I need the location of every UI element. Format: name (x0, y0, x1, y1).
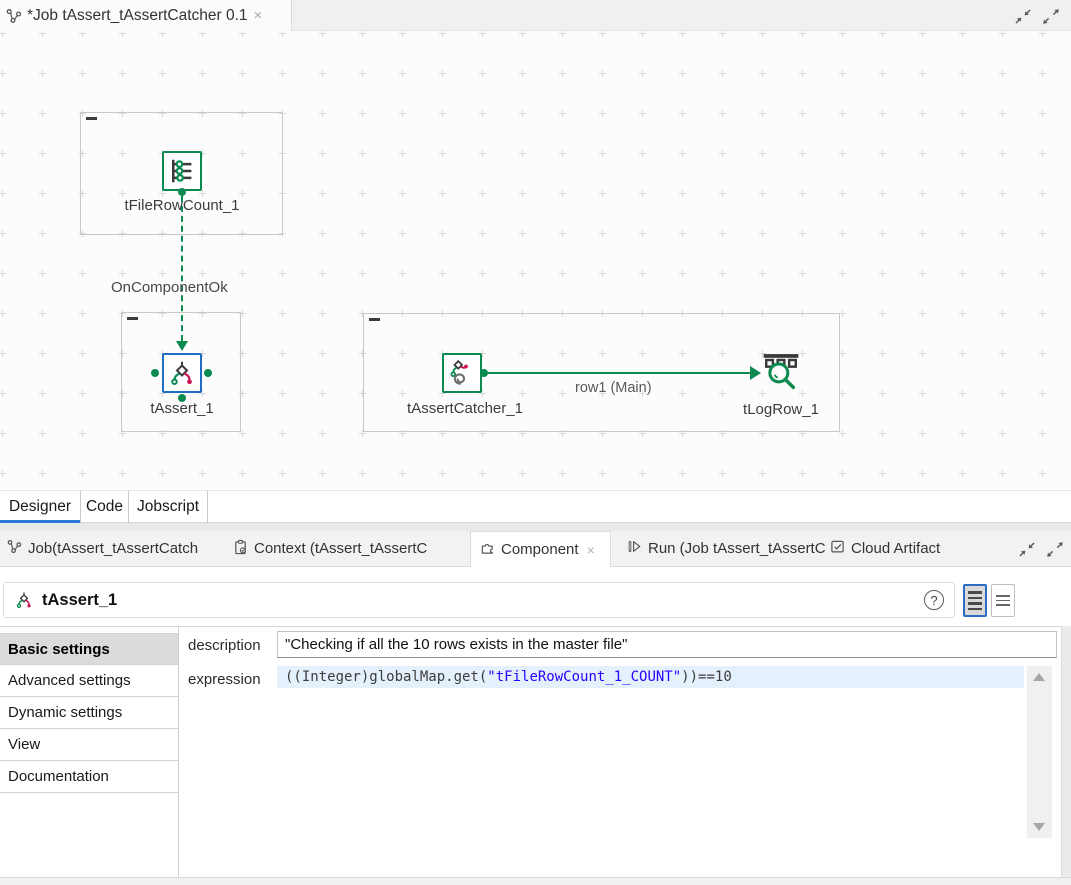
help-icon[interactable]: ? (924, 590, 944, 610)
component-tfilerowcount[interactable] (162, 151, 202, 191)
scroll-down-icon[interactable] (1033, 823, 1045, 831)
maximize-icon[interactable] (1040, 7, 1062, 25)
link-label-row1-main[interactable]: row1 (Main) (575, 380, 652, 396)
connector-anchor-dot[interactable] (178, 394, 186, 402)
tfilerowcount-icon (172, 159, 192, 183)
tab-context[interactable]: Context (tAssert_tAssertC (233, 531, 427, 566)
component-tassert[interactable] (162, 353, 202, 393)
tab-run[interactable]: Run (Job tAssert_tAssertC (627, 531, 826, 566)
tassertcatcher-icon (450, 359, 468, 385)
component-header: tAssert_1 ? (3, 582, 955, 618)
context-clipboard-icon (233, 539, 248, 559)
header-separator (0, 626, 1071, 627)
collapse-subjob-handle[interactable] (86, 117, 97, 120)
job-document-tab[interactable]: *Job tAssert_tAssertCatcher 0.1 × (0, 0, 292, 31)
tlogrow-icon (763, 354, 799, 390)
design-canvas[interactable]: OnComponentOk row1 (Main) tFileRowCount_… (0, 31, 1071, 490)
tab-jobscript[interactable]: Jobscript (129, 491, 208, 523)
description-label: description (188, 637, 261, 654)
document-tab-bar: *Job tAssert_tAssertCatcher 0.1 × (0, 0, 1071, 31)
collapse-subjob-handle[interactable] (369, 318, 380, 321)
tab-job[interactable]: Job(tAssert_tAssertCatch (7, 531, 198, 566)
on-component-ok-arrowhead (176, 341, 188, 351)
horizontal-layout-toggle-button[interactable] (991, 584, 1015, 617)
component-tlogrow[interactable] (759, 349, 803, 396)
sidebar-item-dynamic-settings[interactable]: Dynamic settings (0, 697, 178, 729)
connector-anchor-dot[interactable] (178, 188, 186, 196)
code-post: ))==10 (681, 669, 732, 685)
expression-scrollbar[interactable] (1027, 666, 1052, 838)
component-label-tfilerowcount[interactable]: tFileRowCount_1 (124, 197, 240, 214)
cloud-artifact-icon (830, 539, 845, 558)
expression-editor[interactable]: ((Integer)globalMap.get("tFileRowCount_1… (277, 665, 1027, 837)
scroll-up-icon[interactable] (1033, 673, 1045, 681)
restore-icon[interactable] (1016, 540, 1038, 558)
settings-sidebar: Basic settings Advanced settings Dynamic… (0, 633, 178, 793)
component-label-tlogrow[interactable]: tLogRow_1 (743, 401, 819, 418)
view-tab-bar: Designer Code Jobscript (0, 490, 1071, 523)
component-puzzle-icon (480, 540, 495, 559)
component-tassertcatcher[interactable] (442, 353, 482, 393)
sidebar-item-view[interactable]: View (0, 729, 178, 761)
tab-component-close-icon[interactable]: × (586, 541, 595, 558)
restore-icon[interactable] (1012, 7, 1034, 25)
component-label-tassert[interactable]: tAssert_1 (150, 400, 214, 417)
lines-icon (996, 595, 1010, 597)
sidebar-item-basic-settings[interactable]: Basic settings (0, 633, 178, 665)
connector-anchor-dot[interactable] (151, 369, 159, 377)
link-label-oncomponentok[interactable]: OnComponentOk (111, 279, 228, 296)
tab-job-label: Job(tAssert_tAssertCatch (28, 540, 199, 557)
job-nodes-icon (7, 539, 22, 558)
panel-right-scrollbar[interactable] (1061, 626, 1071, 877)
tab-run-label: Run (Job tAssert_tAssertC (648, 540, 826, 557)
code-string: "tFileRowCount_1_COUNT" (487, 669, 682, 685)
description-input[interactable]: "Checking if all the 10 rows exists in t… (277, 631, 1057, 658)
tab-cloud-artifact-label: Cloud Artifact (851, 540, 941, 557)
panel-tab-bar: Job(tAssert_tAssertCatch Context (tAsser… (0, 531, 1071, 567)
job-nodes-icon (6, 8, 22, 24)
tab-component-label: Component (501, 541, 579, 558)
tab-component[interactable]: Component × (470, 531, 611, 567)
component-label-tassertcatcher[interactable]: tAssertCatcher_1 (407, 400, 523, 417)
collapse-subjob-handle[interactable] (127, 317, 138, 320)
hamburger-icon (968, 591, 982, 594)
tab-cloud-artifact[interactable]: Cloud Artifact (830, 531, 940, 566)
panel-divider (0, 523, 1071, 531)
expression-label: expression (188, 671, 261, 688)
tassert-mini-icon (14, 590, 34, 610)
document-tab-title: *Job tAssert_tAssertCatcher 0.1 (27, 6, 248, 24)
row1-main-link[interactable] (488, 372, 750, 374)
component-settings-panel: tAssert_1 ? Basic settings Advanced sett… (0, 567, 1071, 885)
tassert-icon (171, 361, 192, 386)
code-pre: ((Integer)globalMap.get( (285, 669, 488, 685)
subjob-selection-box (363, 313, 840, 432)
tab-designer[interactable]: Designer (0, 491, 81, 523)
sidebar-item-advanced-settings[interactable]: Advanced settings (0, 665, 178, 697)
run-play-icon (627, 539, 642, 558)
component-title: tAssert_1 (42, 590, 118, 609)
bottom-edge-band (0, 877, 1071, 885)
expression-code-line[interactable]: ((Integer)globalMap.get("tFileRowCount_1… (277, 666, 1024, 688)
row1-main-arrowhead (750, 366, 761, 380)
on-component-ok-link[interactable] (181, 196, 183, 341)
document-tab-close-icon[interactable]: × (253, 7, 263, 24)
connector-anchor-dot[interactable] (480, 369, 488, 377)
vertical-layout-toggle-button[interactable] (963, 584, 987, 617)
tab-context-label: Context (tAssert_tAssertC (254, 540, 428, 557)
sidebar-border (178, 626, 179, 877)
tab-code[interactable]: Code (81, 491, 129, 523)
sidebar-item-documentation[interactable]: Documentation (0, 761, 178, 793)
connector-anchor-dot[interactable] (204, 369, 212, 377)
maximize-icon[interactable] (1044, 540, 1066, 558)
